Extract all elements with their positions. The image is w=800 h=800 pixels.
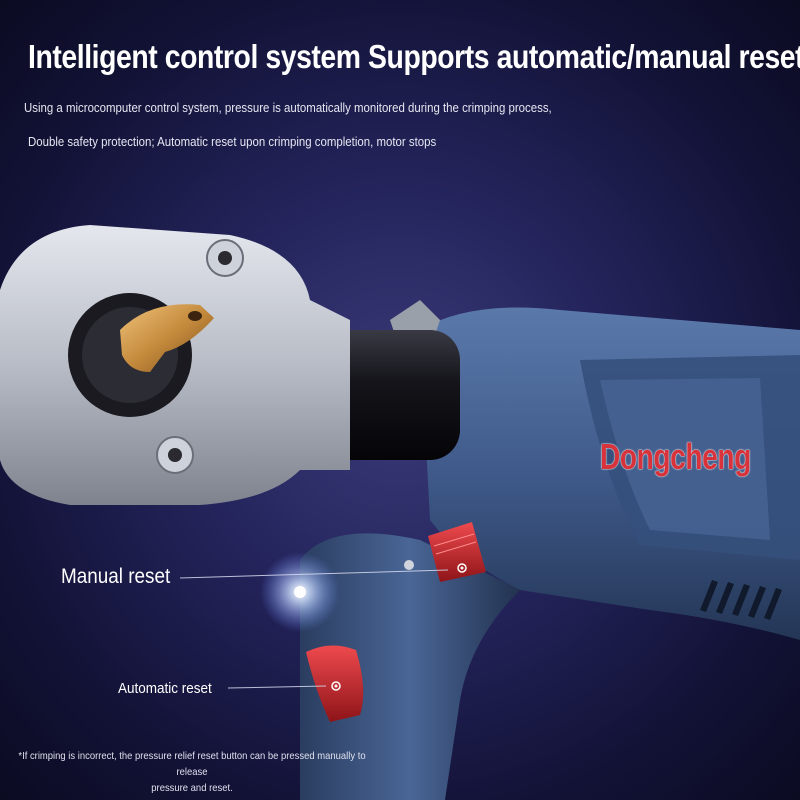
automatic-reset-callout: Automatic reset — [118, 680, 212, 697]
footnote: *If crimping is incorrect, the pressure … — [12, 748, 372, 796]
description-line-1: Using a microcomputer control system, pr… — [24, 100, 552, 115]
brand-logo-text: Dongcheng — [600, 436, 751, 477]
headline: Intelligent control system Supports auto… — [28, 38, 800, 75]
footnote-line-2: pressure and reset. — [151, 782, 233, 794]
description-line-2: Double safety protection; Automatic rese… — [28, 134, 437, 149]
manual-reset-callout: Manual reset — [61, 565, 171, 588]
footnote-line-1: *If crimping is incorrect, the pressure … — [18, 750, 366, 778]
